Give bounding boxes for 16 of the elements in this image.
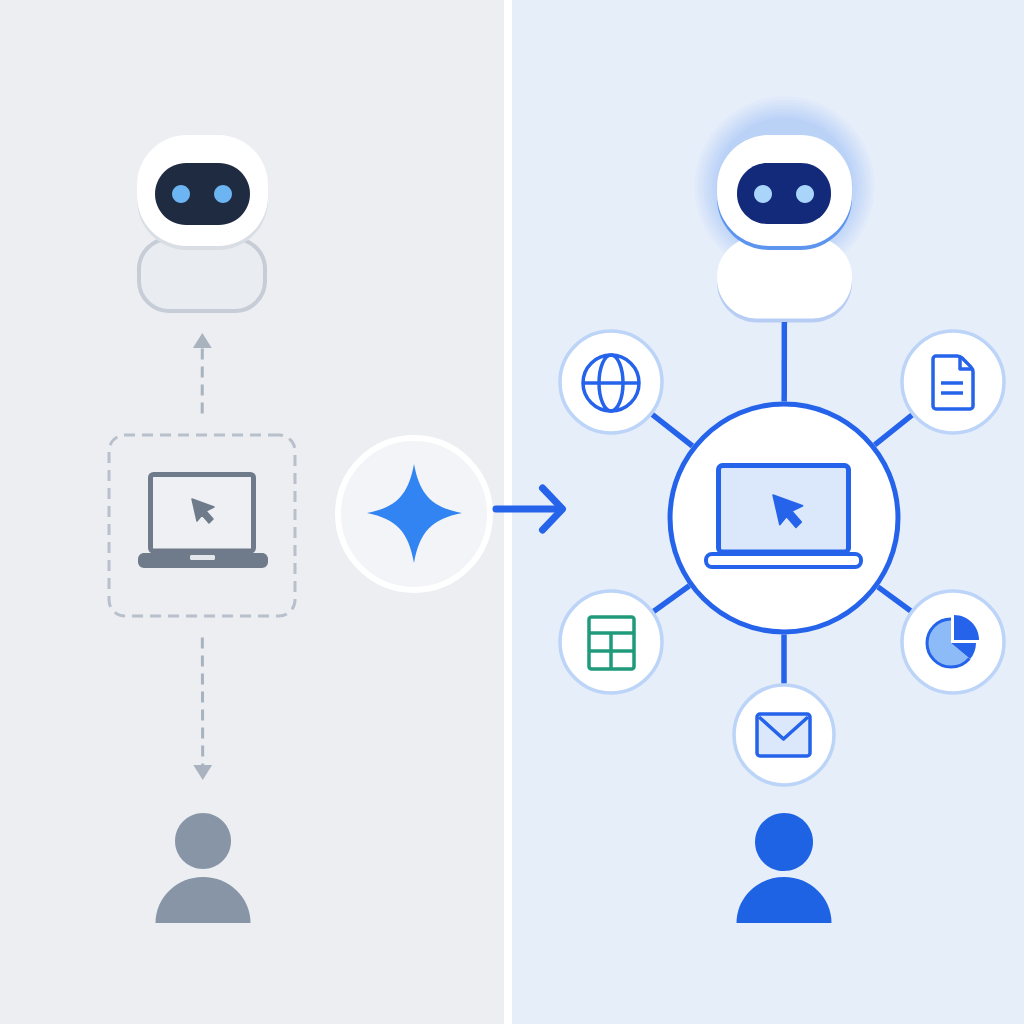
icon-circle: [558, 589, 664, 695]
connector-line: [781, 321, 788, 402]
connector-line: [873, 412, 914, 448]
dashed-box: [107, 433, 297, 618]
person-icon: [155, 813, 251, 923]
laptop-icon: [704, 463, 863, 569]
robot-icon: [717, 135, 852, 323]
connector-line: [652, 583, 691, 614]
robot-icon: [137, 135, 268, 313]
connector-line: [781, 634, 787, 684]
person-icon: [736, 813, 832, 923]
connector-line: [876, 584, 913, 613]
icon-circle: [900, 329, 1006, 435]
icon-circle: [558, 329, 664, 435]
connector-line: [650, 412, 695, 449]
laptop-icon: [138, 472, 268, 568]
